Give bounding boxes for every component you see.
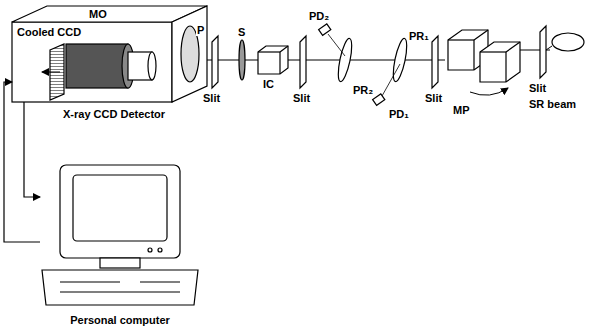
- slit-label: Slit: [424, 92, 443, 104]
- slit-label: Slit: [202, 92, 221, 104]
- part-name: MO: [88, 8, 108, 20]
- part-name: PR₂: [352, 84, 374, 96]
- part-name: PR₁: [408, 30, 430, 42]
- signal-line: [4, 82, 40, 242]
- slit-label: Slit: [292, 92, 311, 104]
- part-name: PD₁: [388, 108, 410, 120]
- part-name: PD₂: [308, 10, 330, 22]
- node-label: Personal computer: [69, 314, 171, 326]
- signal-line: [24, 102, 40, 197]
- part-name: Cooled CCD: [16, 26, 82, 38]
- node-label: X-ray CCD Detector: [62, 108, 166, 120]
- part-name: MP: [452, 104, 471, 116]
- part-name: SR beam: [528, 98, 577, 110]
- part-name: P: [196, 24, 205, 36]
- part-name: S: [237, 26, 246, 38]
- personal-computer: Personal computer: [40, 162, 200, 310]
- part-name: IC: [262, 78, 275, 90]
- slit-label: Slit: [528, 82, 547, 94]
